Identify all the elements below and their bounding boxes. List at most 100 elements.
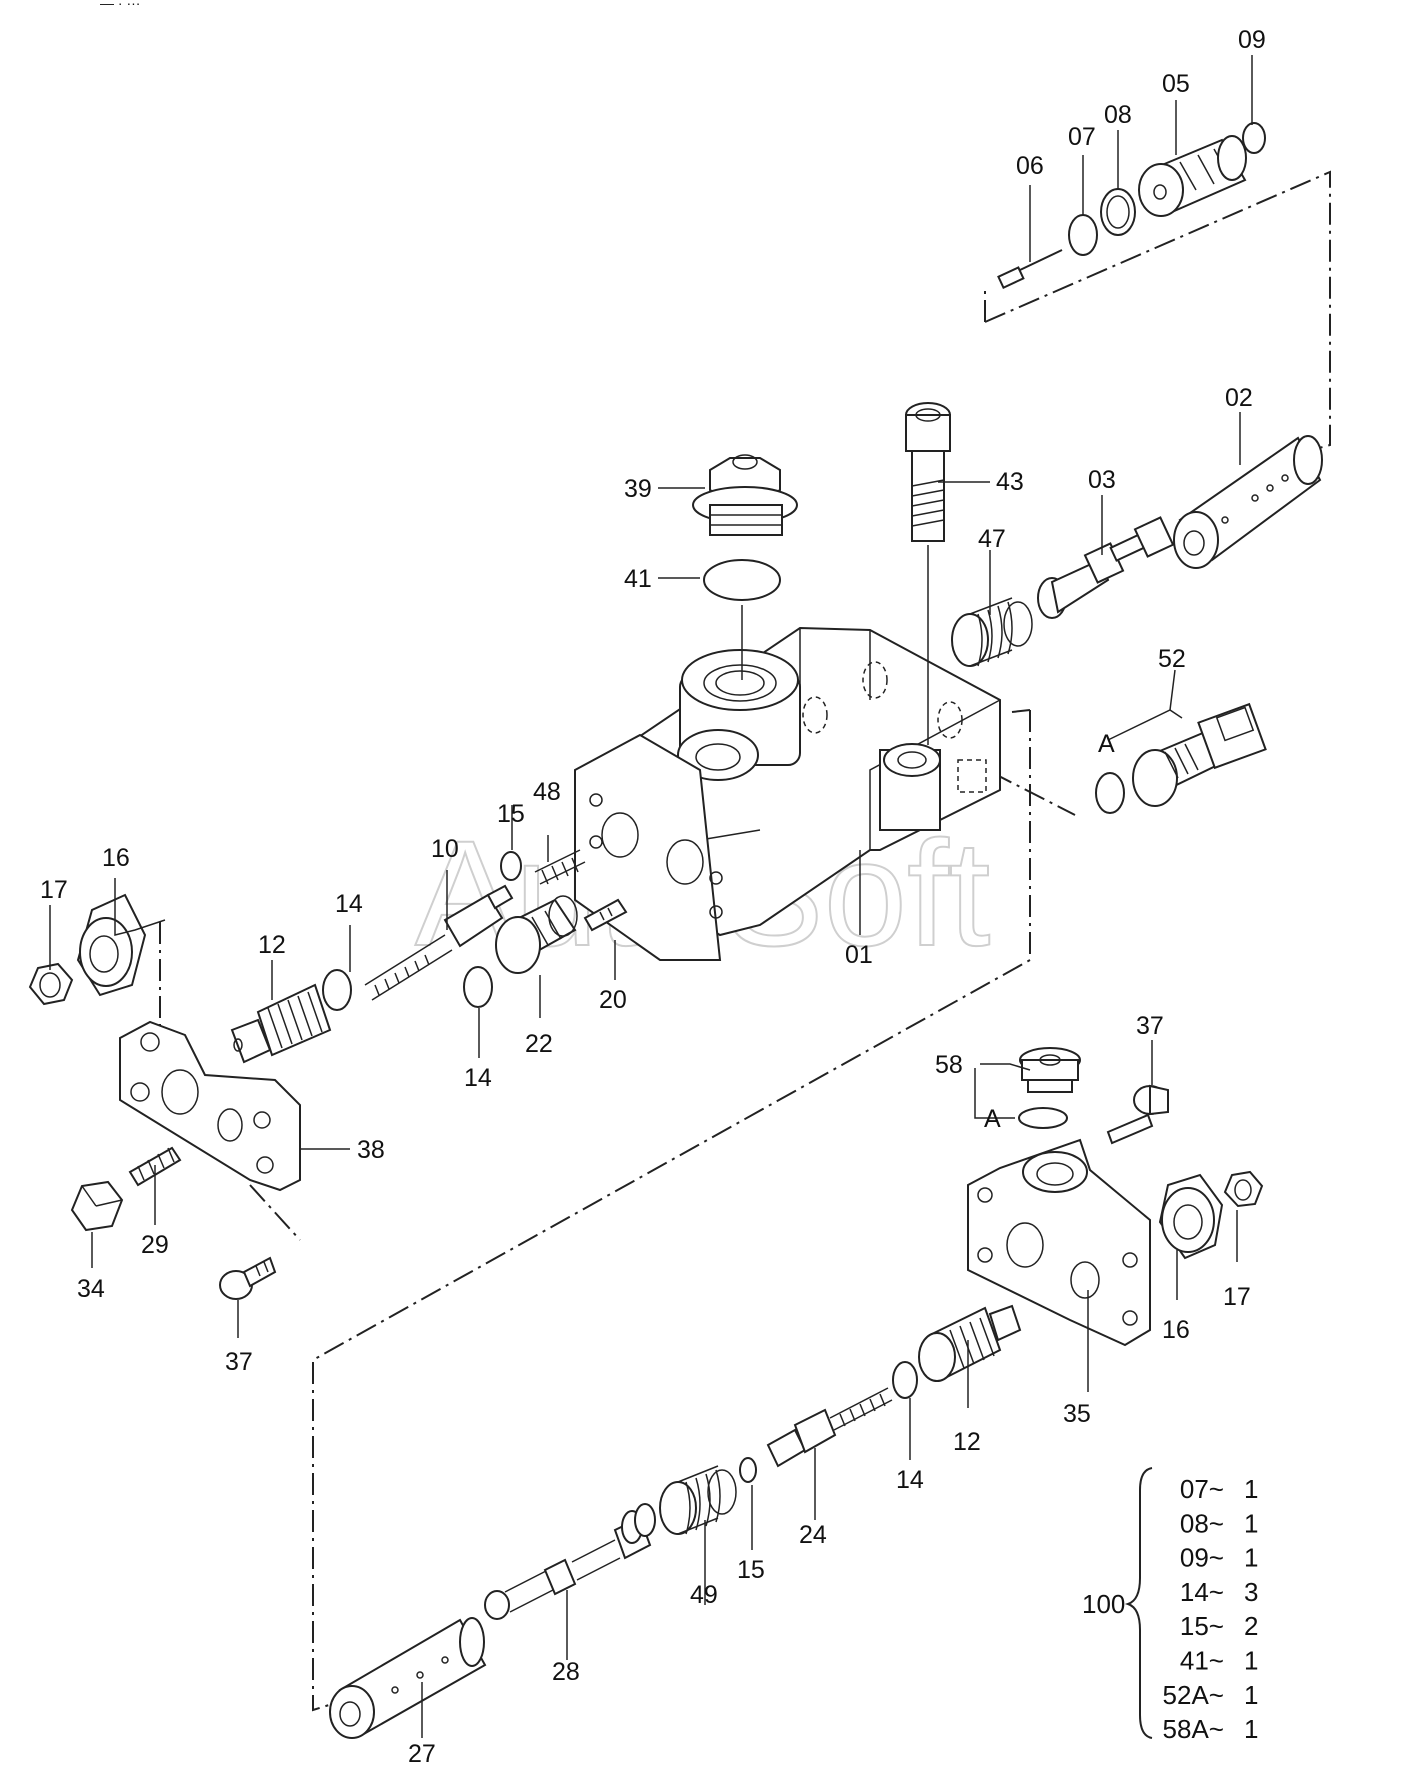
kit-item-part: 41~ (1180, 1646, 1224, 1676)
kit-label: 100 (1082, 1589, 1125, 1619)
callout-48: 48 (533, 778, 561, 806)
cover-part-38 (119, 1020, 301, 1192)
kit-item-part: 08~ (1180, 1508, 1224, 1538)
callout-03: 03 (1088, 466, 1116, 494)
kit-item-part: 14~ (1180, 1577, 1224, 1607)
callout-01: 01 (845, 941, 873, 969)
nut-part-34 (70, 1180, 124, 1232)
callout-15a: 15 (497, 800, 525, 828)
piston-part-22 (495, 895, 578, 974)
callout-58: 58 (935, 1051, 963, 1079)
callout-16b: 16 (1162, 1316, 1190, 1344)
nut-part-17b (1223, 1170, 1264, 1208)
valve-body-part (574, 626, 1001, 961)
ring-part-15 (500, 851, 522, 881)
callout-28: 28 (552, 1658, 580, 1686)
callout-27: 27 (408, 1740, 436, 1768)
callout-22: 22 (525, 1030, 553, 1058)
callout-37a: 37 (225, 1348, 253, 1376)
leader-lines (49, 55, 1253, 1738)
callout-24: 24 (799, 1521, 827, 1549)
pin-part-20 (583, 898, 628, 932)
spool-part-10 (364, 884, 514, 1001)
kit-item-qty: 1 (1244, 1646, 1258, 1676)
callout-09: 09 (1238, 26, 1266, 54)
callout-52: 52 (1158, 645, 1186, 673)
callout-43: 43 (996, 468, 1024, 496)
callout-15b: 15 (737, 1556, 765, 1584)
callout-02: 02 (1225, 384, 1253, 412)
kit-item-part: 52A~ (1163, 1680, 1224, 1710)
kit-item-part: 15~ (1180, 1611, 1224, 1641)
callout-38: 38 (357, 1136, 385, 1164)
callout-08: 08 (1104, 101, 1132, 129)
sensor-part-52 (1095, 702, 1267, 814)
callout-12a: 12 (258, 931, 286, 959)
callout-20: 20 (599, 986, 627, 1014)
callout-05: 05 (1162, 70, 1190, 98)
header-mark: — · ··· (100, 0, 140, 11)
nut-part-16a (76, 893, 147, 997)
kit-item-qty: 1 (1244, 1714, 1258, 1744)
sleeve-part-02 (1173, 435, 1323, 569)
cap-part-12b (918, 1304, 1022, 1382)
kit-item-part: 09~ (1180, 1543, 1224, 1573)
callout-a1: A (1098, 730, 1115, 758)
plug-part-58 (1019, 1047, 1081, 1093)
callout-29: 29 (141, 1231, 169, 1259)
oring-part-58a (1018, 1107, 1068, 1129)
bolt-part-43 (905, 402, 951, 745)
oring-part-14c (892, 1361, 918, 1399)
callout-12b: 12 (953, 1428, 981, 1456)
kit-item-qty: 1 (1244, 1474, 1258, 1504)
kit-item-qty: 1 (1244, 1508, 1258, 1538)
callout-47: 47 (978, 525, 1006, 553)
kit-item-qty: 1 (1244, 1680, 1258, 1710)
plug-part-39 (692, 454, 798, 536)
spool-part-24 (766, 1387, 893, 1468)
kit-item-part: 07~ (1180, 1474, 1224, 1504)
oring-part-41 (703, 559, 781, 680)
oring-part-14b (322, 969, 352, 1011)
callout-34: 34 (77, 1275, 105, 1303)
spring-part-48 (534, 849, 586, 885)
callout-14b: 14 (335, 890, 363, 918)
kit-item-qty: 1 (1244, 1543, 1258, 1573)
plate-part-07 (1068, 214, 1098, 256)
bolt-part-37a (219, 1256, 277, 1300)
callout-17a: 17 (40, 876, 68, 904)
callout-07: 07 (1068, 123, 1096, 151)
cover-part-35 (967, 1138, 1151, 1347)
spring-part-47 (951, 597, 1033, 667)
nut-part-17a (28, 962, 74, 1006)
callout-a2: A (984, 1105, 1001, 1133)
bolt-part-37b (1106, 1084, 1169, 1145)
spool-part-03 (1037, 516, 1175, 619)
pin-part-06 (997, 249, 1063, 289)
sleeve-part-05 (1138, 135, 1247, 217)
sleeve-part-27 (329, 1617, 487, 1739)
spring-part-49 (659, 1465, 737, 1535)
cap-part-12a (230, 983, 332, 1064)
kit-item-qty: 2 (1244, 1611, 1258, 1641)
nut-part-16b (1158, 1173, 1224, 1260)
callout-14c: 14 (896, 1466, 924, 1494)
ring-part-15b (739, 1457, 757, 1483)
ring-part-09 (1242, 122, 1266, 154)
callout-16a: 16 (102, 844, 130, 872)
callout-14a: 14 (464, 1064, 492, 1092)
callout-06: 06 (1016, 152, 1044, 180)
callout-49: 49 (690, 1581, 718, 1609)
callout-17b: 17 (1223, 1283, 1251, 1311)
callout-labels: 09 05 08 07 06 02 03 43 47 39 41 52 A 48… (40, 26, 1266, 1768)
callout-35: 35 (1063, 1400, 1091, 1428)
callout-10: 10 (431, 835, 459, 863)
spool-part-28 (484, 1503, 656, 1620)
ring-part-08 (1100, 188, 1136, 236)
callout-41: 41 (624, 565, 652, 593)
callout-37b: 37 (1136, 1012, 1164, 1040)
oring-part-14a (463, 966, 493, 1008)
